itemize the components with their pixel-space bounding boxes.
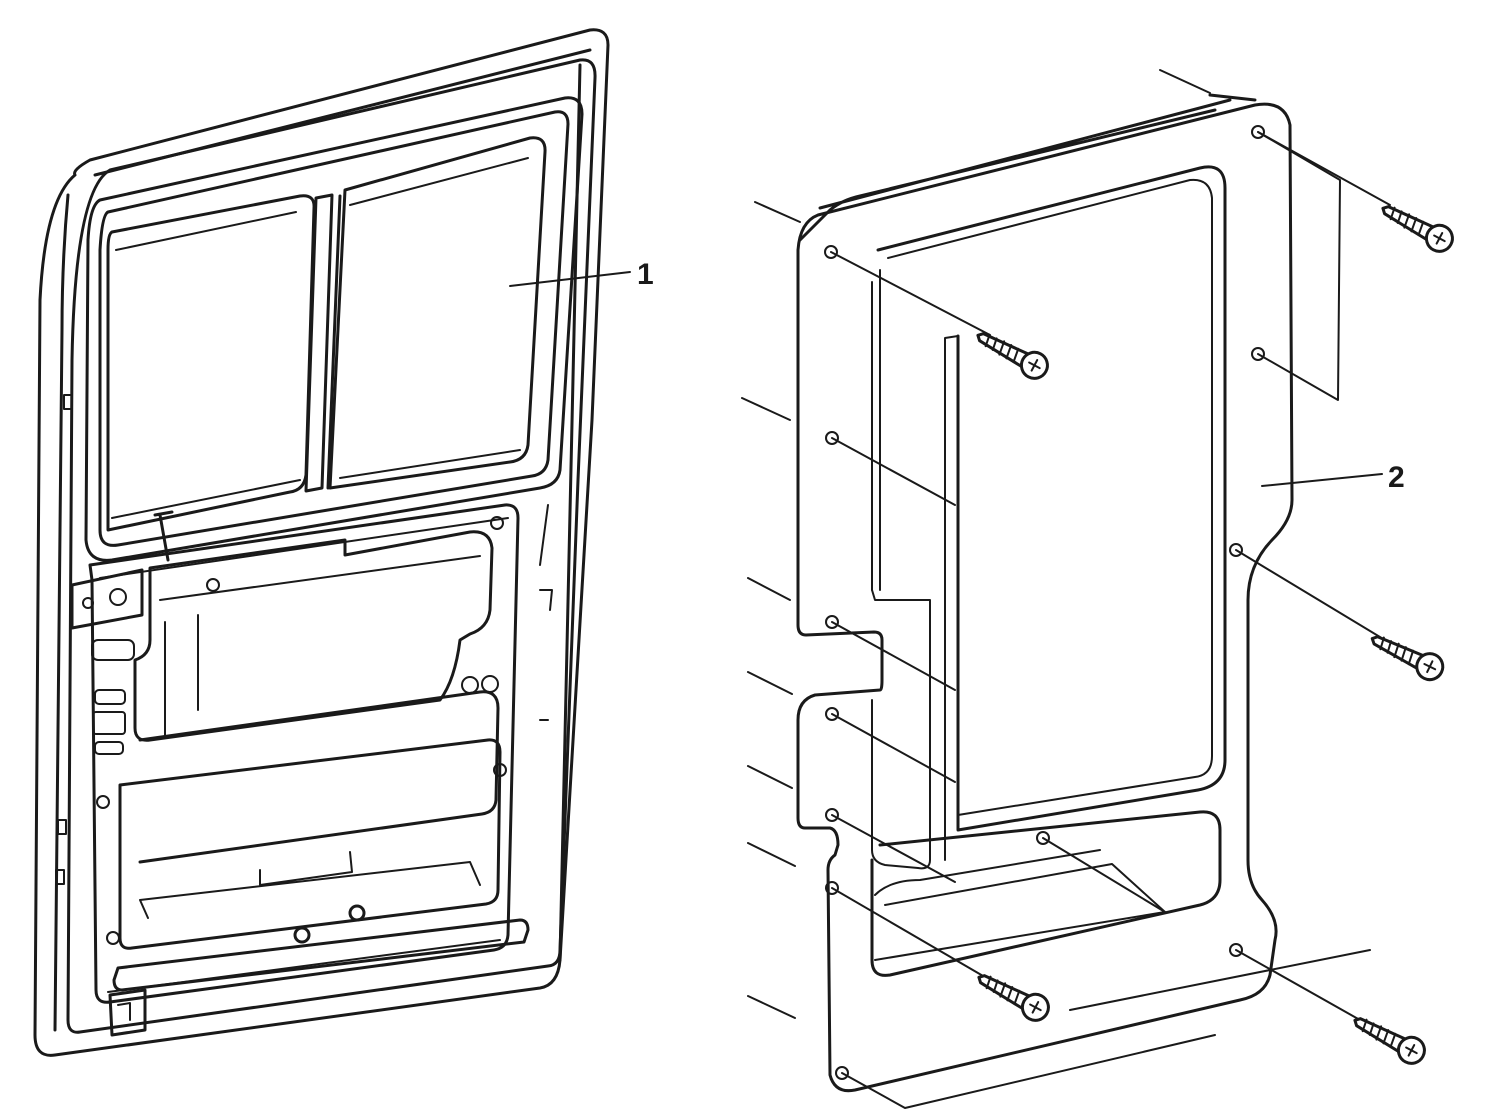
ext-line-4 — [747, 671, 793, 695]
lower-cutout-inner — [139, 851, 481, 919]
trim-window-opening-inner — [871, 178, 1213, 816]
lower-panel — [88, 503, 520, 1004]
rivet-low-right — [493, 763, 507, 777]
hole-tr — [1251, 125, 1265, 139]
ext-line-5 — [747, 765, 793, 789]
screw-c-icon — [1370, 635, 1445, 682]
leader-tl-screw — [830, 251, 991, 336]
latch-bolt-a — [82, 597, 94, 609]
slot-c — [92, 711, 126, 735]
window-pane-left-inner — [111, 211, 301, 519]
bottom-bolt-b — [348, 904, 366, 922]
window-pane-left — [106, 194, 316, 532]
leader-tr-screw — [1257, 131, 1391, 206]
leader-tr — [1257, 131, 1341, 401]
door-right-edge — [539, 504, 553, 721]
trim-window-opening — [876, 165, 1227, 832]
hole-l4 — [825, 707, 839, 721]
leader-l2 — [831, 437, 956, 506]
screw-b-icon — [1381, 205, 1454, 253]
window-frame-outer — [84, 96, 584, 562]
rivet-mid-b — [481, 675, 499, 693]
hole-bl — [835, 1066, 849, 1080]
callout-1-label: 1 — [637, 258, 654, 291]
slot-a — [91, 639, 135, 661]
rear-door — [33, 28, 610, 1057]
lower-cutout — [118, 738, 502, 950]
screw-a-icon — [976, 332, 1049, 380]
alignment-lines — [741, 69, 1211, 1019]
latch-box — [70, 568, 144, 630]
lower-panel-inner — [99, 517, 509, 993]
hinge-c — [55, 869, 65, 885]
hole-pocket — [1036, 831, 1050, 845]
trim-window-side — [871, 335, 959, 870]
trim-lower-pocket-inner — [874, 863, 1166, 961]
hole-r2 — [1251, 347, 1265, 361]
hole-l6 — [825, 881, 839, 895]
ext-line-3 — [747, 577, 791, 601]
slot-d — [94, 741, 124, 755]
ext-line-2 — [741, 397, 791, 421]
ext-line-6 — [747, 842, 796, 867]
ext-line-7 — [747, 995, 796, 1019]
bottom-strip — [112, 918, 530, 992]
rivet-mid-a — [461, 676, 479, 694]
trim-lower-recess — [874, 849, 1101, 896]
hole-l5 — [825, 808, 839, 822]
leader-lines — [830, 131, 1391, 1109]
hole-l2 — [825, 431, 839, 445]
upper-cutout-inner — [159, 555, 481, 736]
door-outer-shell — [33, 28, 610, 1057]
callout-1-leader — [509, 271, 631, 287]
callout-2-leader — [1261, 473, 1383, 487]
screw-e-icon — [1353, 1017, 1426, 1065]
trim-panel — [796, 93, 1294, 1093]
lower-latch — [108, 988, 147, 1037]
trim-panel-outline — [796, 102, 1294, 1093]
leader-l5 — [831, 814, 956, 883]
screws — [976, 205, 1454, 1065]
rivet-bottom-left — [106, 931, 120, 945]
lower-latch-detail — [117, 1002, 131, 1021]
hinge-b — [57, 819, 67, 835]
latch-bolt-b — [109, 588, 127, 606]
ext-line-8 — [1159, 69, 1211, 94]
window-frame-inner — [98, 110, 570, 547]
leader-br-screw — [1235, 949, 1361, 1021]
hole-r3 — [1229, 543, 1243, 557]
callout-2-label: 2 — [1388, 461, 1405, 494]
leader-l3 — [831, 621, 956, 691]
hole-tl — [824, 245, 838, 259]
hole-l3 — [825, 615, 839, 629]
callout-2: 2 — [1261, 461, 1405, 494]
trim-lower-pocket — [870, 810, 1222, 977]
slot-b — [94, 689, 126, 705]
rivet-top-right — [490, 516, 504, 530]
screw-d-icon — [977, 974, 1050, 1022]
trim-panel-edge — [798, 93, 1257, 242]
bottom-bolt-a — [293, 926, 311, 944]
hinge-a — [63, 394, 73, 410]
upper-cutout — [133, 530, 494, 742]
rivet-low-left — [96, 795, 110, 809]
callout-1: 1 — [509, 258, 654, 291]
leader-l4 — [831, 713, 956, 783]
window-pane-right-inner — [339, 157, 529, 479]
door-frame-panel — [66, 58, 597, 1034]
hole-br — [1229, 943, 1243, 957]
leader-pocket — [1042, 837, 1166, 913]
window-pane-right — [328, 136, 547, 490]
rivet-upper — [206, 578, 220, 592]
leader-r3-screw — [1235, 549, 1381, 638]
leader-bottom-screw — [1069, 949, 1371, 1011]
window-center-pillar — [304, 193, 342, 493]
leader-bottom — [841, 1034, 1216, 1109]
ext-line-1 — [754, 201, 801, 223]
leader-l6-screw — [831, 887, 991, 981]
lock-rod — [153, 510, 174, 562]
